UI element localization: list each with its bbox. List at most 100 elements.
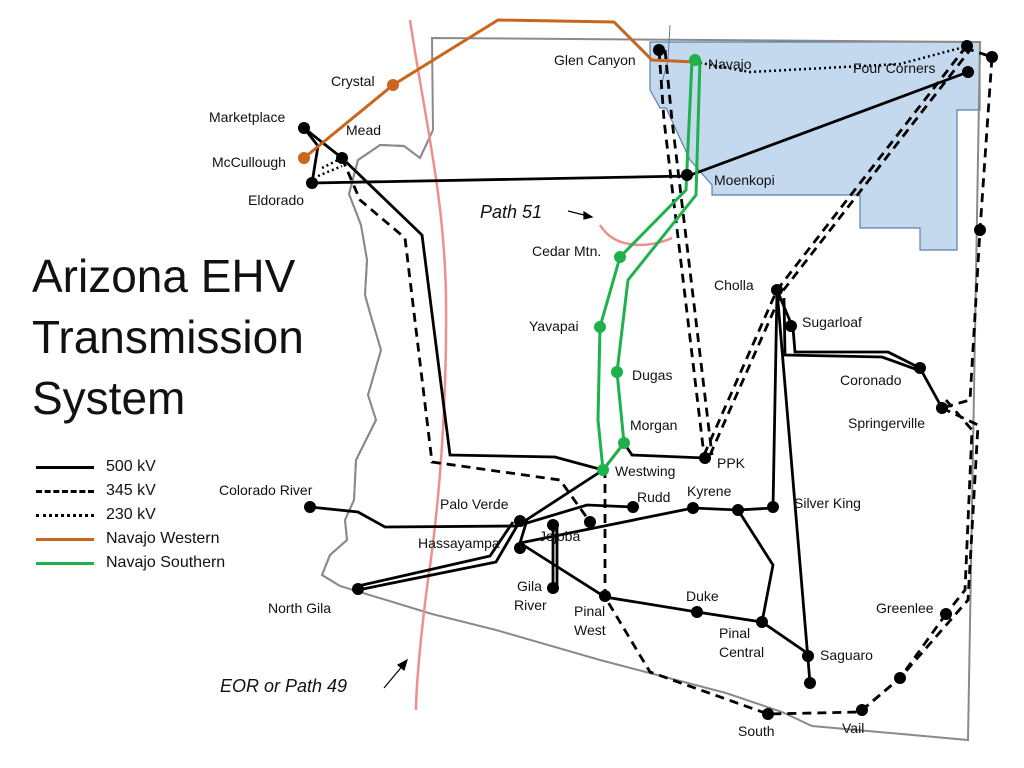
node-south xyxy=(762,708,774,720)
navajo-region xyxy=(649,41,981,251)
label-crystal: Crystal xyxy=(331,73,375,89)
node-eldorado xyxy=(306,177,318,189)
node-morgan xyxy=(618,437,630,449)
node-moenkopi xyxy=(681,169,693,181)
legend-item-navajo-southern: Navajo Southern xyxy=(36,551,225,575)
node-greenlee xyxy=(940,608,952,620)
label-palo-verde: Palo Verde xyxy=(440,496,509,512)
node-four-corners-3 xyxy=(962,66,974,78)
navajo-western-line xyxy=(303,18,696,160)
node-jojoba xyxy=(547,519,559,531)
node-hassayampa xyxy=(514,542,526,554)
node-mead xyxy=(336,152,348,164)
title-line-1: Arizona EHV xyxy=(32,250,296,302)
node-springerville-east xyxy=(974,224,986,236)
legend-swatch-230kv xyxy=(36,513,94,517)
label-silver-king: Silver King xyxy=(794,495,861,511)
label-rudd: Rudd xyxy=(637,489,670,505)
eor-arrow xyxy=(383,658,408,689)
node-saguaro-2 xyxy=(804,677,816,689)
label-vail: Vail xyxy=(842,720,864,736)
node-dugas xyxy=(611,366,623,378)
legend-label-navajo-western: Navajo Western xyxy=(106,530,220,547)
label-pinal-central-2: Central xyxy=(719,644,764,660)
label-dugas: Dugas xyxy=(632,367,672,383)
legend-label-navajo-southern: Navajo Southern xyxy=(106,554,226,571)
node-rudd xyxy=(627,501,639,513)
label-colorado-river: Colorado River xyxy=(219,482,313,498)
label-pinal-central-1: Pinal xyxy=(719,625,750,641)
label-gila-1: Gila xyxy=(517,578,542,594)
label-ppk: PPK xyxy=(717,455,746,471)
legend-item-navajo-western: Navajo Western xyxy=(36,527,225,551)
lines-230kv xyxy=(317,44,969,178)
label-mead: Mead xyxy=(346,122,381,138)
green-nodes xyxy=(594,54,701,476)
label-mccullough: McCullough xyxy=(212,154,286,170)
node-sugarloaf xyxy=(785,320,797,332)
station-nodes xyxy=(298,40,998,720)
node-vail-north xyxy=(894,672,906,684)
orange-nodes xyxy=(298,79,399,164)
label-four-corners: Four Corners xyxy=(853,60,935,76)
station-labels: Glen Canyon Navajo Four Corners Crystal … xyxy=(209,52,935,739)
label-eldorado: Eldorado xyxy=(248,192,304,208)
legend-label-345kv: 345 kV xyxy=(106,482,156,499)
label-coronado: Coronado xyxy=(840,372,902,388)
title-line-3: System xyxy=(32,372,186,424)
legend-swatch-345kv xyxy=(36,489,94,493)
label-jojoba: Jojoba xyxy=(539,528,580,544)
label-cedar-mtn: Cedar Mtn. xyxy=(532,243,601,259)
node-crystal xyxy=(387,79,399,91)
label-south: South xyxy=(738,723,775,739)
label-navajo: Navajo xyxy=(708,56,752,72)
node-ppk xyxy=(699,452,711,464)
node-pinal-central xyxy=(756,616,768,628)
label-eor: EOR or Path 49 xyxy=(220,676,347,696)
label-morgan: Morgan xyxy=(630,417,677,433)
legend-item-500kv: 500 kV xyxy=(36,455,225,479)
label-yavapai: Yavapai xyxy=(529,318,579,334)
node-north-gila xyxy=(352,583,364,595)
path51-arrow xyxy=(567,210,594,220)
label-pinal-west-1: Pinal xyxy=(574,603,605,619)
node-duke xyxy=(691,606,703,618)
node-yavapai xyxy=(594,321,606,333)
label-path51: Path 51 xyxy=(480,202,542,222)
node-gila-river xyxy=(547,582,559,594)
label-saguaro: Saguaro xyxy=(820,647,873,663)
node-pinal-west xyxy=(599,590,611,602)
label-moenkopi: Moenkopi xyxy=(714,172,775,188)
node-cholla xyxy=(771,284,783,296)
node-westwing xyxy=(597,464,609,476)
legend-swatch-navajo-western xyxy=(36,537,94,541)
title-line-2: Transmission xyxy=(32,311,304,363)
colorado-river xyxy=(320,131,433,587)
node-palo-verde xyxy=(514,515,526,527)
label-hassayampa: Hassayampa xyxy=(418,535,500,551)
node-glen-canyon xyxy=(653,44,665,56)
legend-item-230kv: 230 kV xyxy=(36,503,225,527)
node-saguaro xyxy=(802,650,814,662)
node-silver-king xyxy=(767,501,779,513)
node-mccullough xyxy=(298,152,310,164)
label-sugarloaf: Sugarloaf xyxy=(802,314,862,330)
legend: 500 kV 345 kV 230 kV Navajo Western Nava… xyxy=(36,455,225,575)
node-springerville xyxy=(936,402,948,414)
node-marketplace xyxy=(298,122,310,134)
legend-label-500kv: 500 kV xyxy=(106,458,156,475)
label-westwing: Westwing xyxy=(615,463,675,479)
eor-path49-curve xyxy=(408,19,448,711)
node-four-corners xyxy=(961,40,973,52)
label-pinal-west-2: West xyxy=(574,622,606,638)
label-kyrene: Kyrene xyxy=(687,483,732,499)
node-vail xyxy=(856,704,868,716)
label-duke: Duke xyxy=(686,588,719,604)
label-cholla: Cholla xyxy=(714,277,754,293)
map-title: Arizona EHV Transmission System xyxy=(32,246,304,429)
label-marketplace: Marketplace xyxy=(209,109,285,125)
node-palo-verde-south xyxy=(584,516,596,528)
label-gila-2: River xyxy=(514,597,547,613)
node-four-corners-2 xyxy=(986,51,998,63)
